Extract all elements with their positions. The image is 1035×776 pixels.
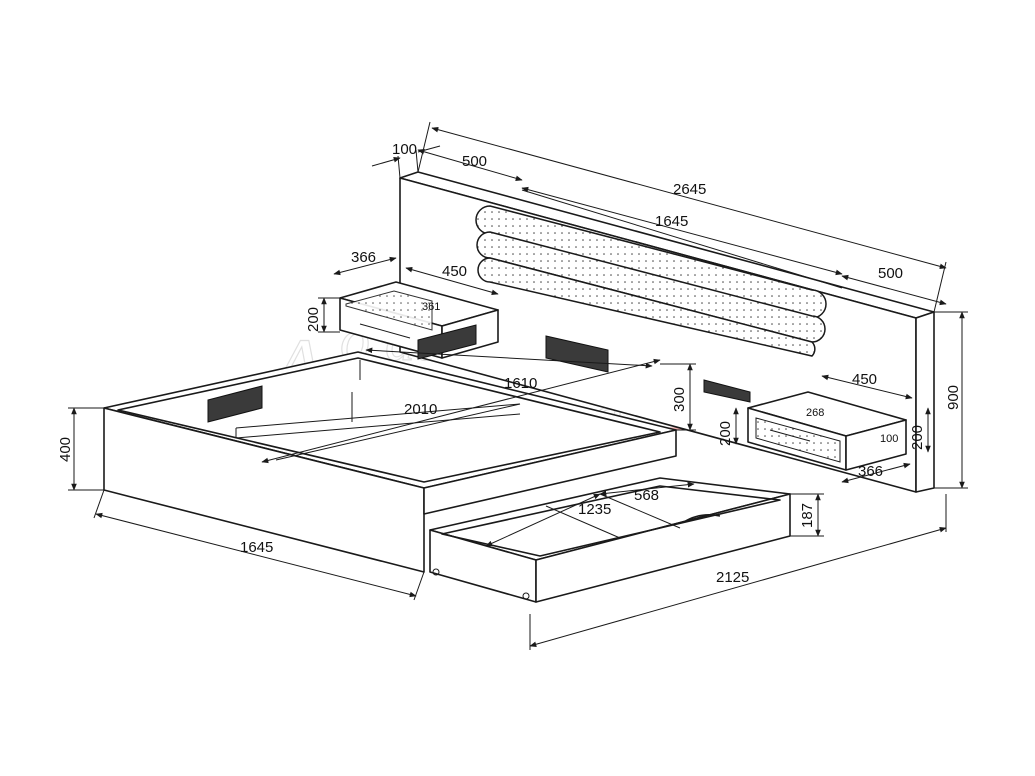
dim-cushion-width: 1645 bbox=[655, 213, 688, 230]
dim-nightstand-right-width: 450 bbox=[852, 371, 877, 388]
dim-headboard-height-inner: 300 bbox=[671, 387, 688, 412]
dim-headboard-side-width: 500 bbox=[462, 153, 487, 170]
dim-drawer-length: 1235 bbox=[578, 501, 611, 518]
dim-nightstand-left-depth: 366 bbox=[351, 249, 376, 266]
dim-nightstand-right-depth: 366 bbox=[858, 463, 883, 480]
dim-nightstand-left-height: 200 bbox=[305, 307, 322, 332]
dim-bed-inner-width: 1610 bbox=[504, 375, 537, 392]
dim-headboard-total-height: 900 bbox=[945, 385, 962, 410]
dim-drawer-width: 568 bbox=[634, 487, 659, 504]
dim-headboard-thickness: 100 bbox=[392, 141, 417, 158]
dim-nightstand-right-height: 200 bbox=[717, 421, 734, 446]
dim-bed-total-length: 2125 bbox=[716, 569, 749, 586]
dim-bed-inner-length: 2010 bbox=[404, 401, 437, 418]
dim-nightstand-right-drawer: 268 bbox=[806, 407, 824, 419]
dim-headboard-total-width: 2645 bbox=[673, 181, 706, 198]
dimension-labels: 100 500 2645 1645 500 366 450 200 361 16… bbox=[57, 141, 962, 586]
dim-nightstand-left-width: 450 bbox=[442, 263, 467, 280]
dimension-lines bbox=[68, 121, 968, 650]
dim-bed-width: 1645 bbox=[240, 539, 273, 556]
nightstand-right bbox=[703, 379, 907, 471]
dim-drawer-height: 187 bbox=[799, 503, 816, 528]
dim-bed-height: 400 bbox=[57, 437, 74, 462]
dim-nightstand-right-inner: 100 bbox=[880, 433, 898, 445]
dim-headboard-side-width-right: 500 bbox=[878, 265, 903, 282]
dim-nightstand-right-height-b: 200 bbox=[909, 425, 926, 450]
dim-nightstand-left-drawer: 361 bbox=[422, 301, 440, 313]
